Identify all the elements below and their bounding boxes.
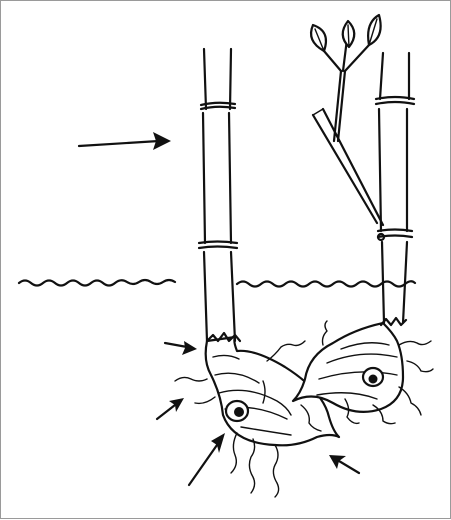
left-culm xyxy=(199,49,237,341)
ground-line xyxy=(19,280,415,287)
leafy-branch xyxy=(311,15,384,240)
arrow-up-left-icon xyxy=(329,455,359,473)
arrow-up-right-icon xyxy=(157,398,184,419)
arrow-right-small-icon xyxy=(165,341,197,355)
arrow-right-icon xyxy=(79,132,171,150)
arrow-up-right-long-icon xyxy=(189,433,225,485)
